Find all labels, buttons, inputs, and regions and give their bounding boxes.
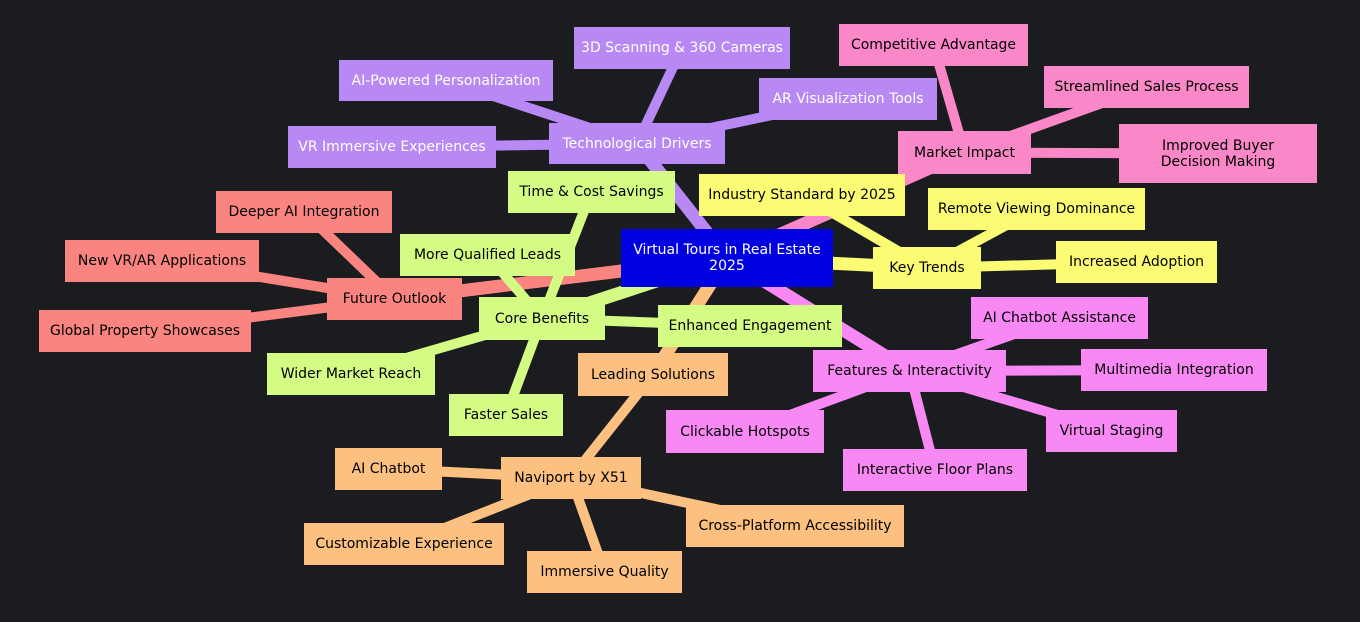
naviport-ai-chatbot-node[interactable]: AI Chatbot bbox=[335, 448, 442, 490]
benefit-qualified-leads-node[interactable]: More Qualified Leads bbox=[400, 234, 575, 276]
benefit-engagement-label: Enhanced Engagement bbox=[668, 318, 832, 334]
naviport-customizable-label: Customizable Experience bbox=[315, 536, 493, 552]
market-impact-node[interactable]: Market Impact bbox=[898, 131, 1031, 174]
trends-increased-adoption-label: Increased Adoption bbox=[1068, 254, 1205, 270]
feature-multimedia-node[interactable]: Multimedia Integration bbox=[1081, 349, 1267, 391]
tech-3d-scanning-label: 3D Scanning & 360 Cameras bbox=[581, 40, 783, 56]
tech-drivers-node[interactable]: Technological Drivers bbox=[549, 123, 725, 164]
feature-hotspots-node[interactable]: Clickable Hotspots bbox=[666, 410, 824, 453]
naviport-ai-chatbot-label: AI Chatbot bbox=[351, 461, 426, 477]
leading-solutions-node[interactable]: Leading Solutions bbox=[578, 353, 728, 396]
leading-solutions-label: Leading Solutions bbox=[590, 366, 716, 383]
benefit-faster-sales-node[interactable]: Faster Sales bbox=[449, 394, 563, 436]
feature-ai-chatbot-assistance-label: AI Chatbot Assistance bbox=[983, 310, 1136, 326]
market-buyer-decision-node[interactable]: Improved Buyer Decision Making bbox=[1119, 124, 1317, 183]
feature-virtual-staging-node[interactable]: Virtual Staging bbox=[1046, 410, 1177, 452]
trends-increased-adoption-node[interactable]: Increased Adoption bbox=[1056, 241, 1217, 283]
feature-floor-plans-label: Interactive Floor Plans bbox=[856, 462, 1014, 478]
tech-drivers-label: Technological Drivers bbox=[562, 135, 712, 152]
benefit-market-reach-label: Wider Market Reach bbox=[280, 366, 422, 382]
naviport-immersive-quality-label: Immersive Quality bbox=[540, 564, 669, 580]
key-trends-node[interactable]: Key Trends bbox=[873, 247, 981, 289]
future-outlook-node[interactable]: Future Outlook bbox=[327, 278, 462, 320]
tech-vr-immersive-node[interactable]: VR Immersive Experiences bbox=[288, 126, 496, 168]
tech-ai-personalization-label: AI-Powered Personalization bbox=[351, 72, 541, 89]
root-node[interactable]: Virtual Tours in Real Estate 2025 bbox=[621, 229, 833, 287]
trends-industry-standard-label: Industry Standard by 2025 bbox=[708, 187, 896, 203]
feature-floor-plans-node[interactable]: Interactive Floor Plans bbox=[843, 449, 1027, 491]
features-label: Features & Interactivity bbox=[827, 363, 992, 379]
future-global-showcases-node[interactable]: Global Property Showcases bbox=[39, 310, 251, 352]
future-outlook-label: Future Outlook bbox=[342, 291, 447, 307]
benefit-time-cost-label: Time & Cost Savings bbox=[519, 184, 664, 200]
future-global-showcases-label: Global Property Showcases bbox=[49, 323, 241, 339]
benefit-time-cost-node[interactable]: Time & Cost Savings bbox=[508, 171, 675, 213]
benefit-engagement-node[interactable]: Enhanced Engagement bbox=[658, 305, 842, 347]
tech-3d-scanning-node[interactable]: 3D Scanning & 360 Cameras bbox=[574, 27, 790, 69]
naviport-immersive-quality-node[interactable]: Immersive Quality bbox=[527, 551, 682, 593]
market-buyer-decision-label: Improved Buyer Decision Making bbox=[1160, 137, 1276, 170]
benefit-faster-sales-label: Faster Sales bbox=[463, 407, 549, 423]
feature-ai-chatbot-assistance-node[interactable]: AI Chatbot Assistance bbox=[971, 297, 1148, 339]
tech-ar-visualization-label: AR Visualization Tools bbox=[772, 91, 924, 107]
core-benefits-label: Core Benefits bbox=[494, 310, 590, 327]
future-deeper-ai-label: Deeper AI Integration bbox=[228, 204, 380, 220]
tech-ar-visualization-node[interactable]: AR Visualization Tools bbox=[759, 78, 937, 120]
market-streamlined-sales-node[interactable]: Streamlined Sales Process bbox=[1044, 66, 1249, 108]
core-benefits-node[interactable]: Core Benefits bbox=[479, 297, 605, 340]
naviport-customizable-node[interactable]: Customizable Experience bbox=[304, 523, 504, 565]
benefit-qualified-leads-label: More Qualified Leads bbox=[413, 247, 562, 263]
trends-remote-viewing-label: Remote Viewing Dominance bbox=[937, 201, 1136, 217]
key-trends-label: Key Trends bbox=[889, 260, 965, 276]
market-streamlined-sales-label: Streamlined Sales Process bbox=[1054, 79, 1239, 95]
market-competitive-advantage-label: Competitive Advantage bbox=[850, 37, 1017, 53]
trends-remote-viewing-node[interactable]: Remote Viewing Dominance bbox=[928, 188, 1145, 230]
naviport-label: Naviport by X51 bbox=[514, 470, 628, 486]
market-competitive-advantage-node[interactable]: Competitive Advantage bbox=[839, 24, 1028, 66]
future-deeper-ai-node[interactable]: Deeper AI Integration bbox=[216, 191, 392, 233]
future-new-vr-ar-label: New VR/AR Applications bbox=[77, 253, 247, 269]
feature-multimedia-label: Multimedia Integration bbox=[1094, 362, 1254, 378]
benefit-market-reach-node[interactable]: Wider Market Reach bbox=[267, 353, 435, 395]
root-label: Virtual Tours in Real Estate 2025 bbox=[633, 242, 821, 274]
naviport-node[interactable]: Naviport by X51 bbox=[501, 457, 641, 499]
naviport-cross-platform-node[interactable]: Cross-Platform Accessibility bbox=[686, 505, 904, 547]
features-node[interactable]: Features & Interactivity bbox=[813, 350, 1006, 392]
tech-vr-immersive-label: VR Immersive Experiences bbox=[298, 139, 486, 155]
future-new-vr-ar-node[interactable]: New VR/AR Applications bbox=[65, 240, 259, 282]
naviport-cross-platform-label: Cross-Platform Accessibility bbox=[698, 518, 892, 534]
feature-virtual-staging-label: Virtual Staging bbox=[1059, 423, 1164, 439]
trends-industry-standard-node[interactable]: Industry Standard by 2025 bbox=[699, 174, 905, 216]
tech-ai-personalization-node[interactable]: AI-Powered Personalization bbox=[339, 60, 553, 101]
market-impact-label: Market Impact bbox=[914, 144, 1015, 161]
feature-hotspots-label: Clickable Hotspots bbox=[680, 423, 810, 440]
